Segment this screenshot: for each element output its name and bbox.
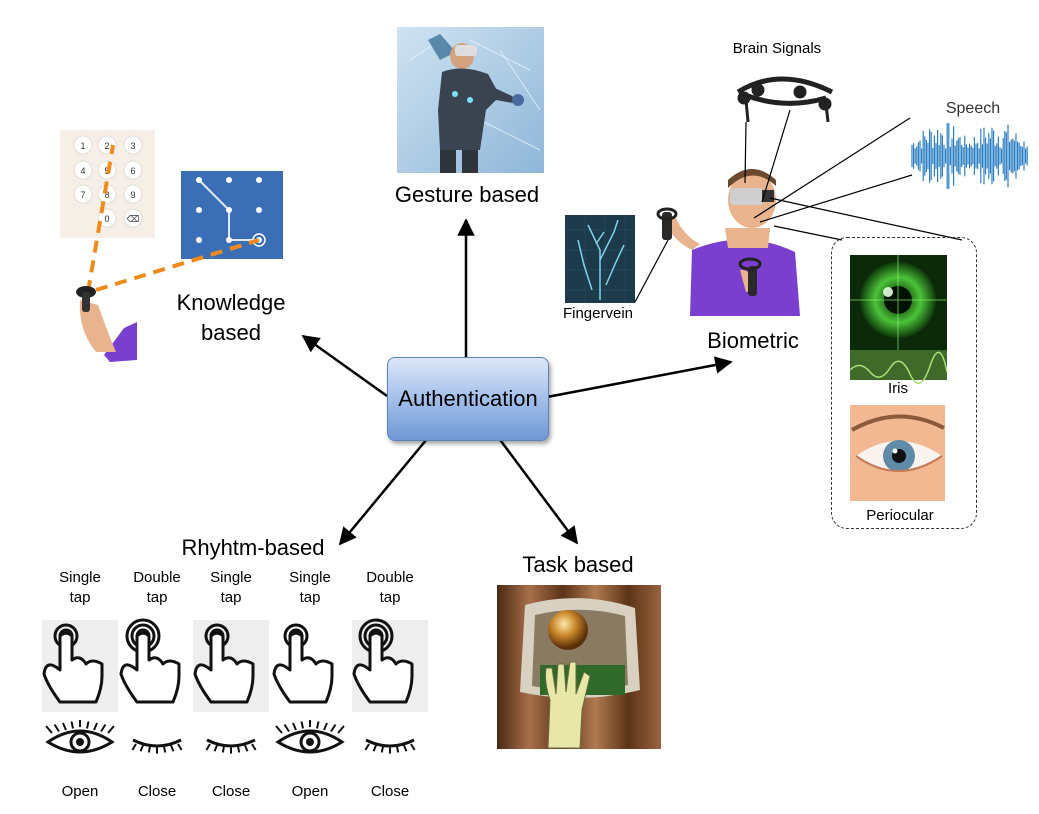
tap-type-label: Single tap: [196, 568, 266, 608]
pin-key: 6: [130, 166, 135, 176]
periocular-image: [850, 405, 945, 501]
speech-label: Speech: [945, 100, 1001, 117]
speech-waveform-image: [911, 122, 1028, 190]
pin-key: 3: [130, 141, 135, 151]
authentication-label: Authentication: [398, 386, 538, 411]
pin-key-circle: [123, 135, 143, 155]
iris-image: [849, 255, 948, 384]
brain-headset-image: [736, 76, 834, 123]
tap-hand-icon: [272, 631, 334, 704]
eye-state-label: Close: [370, 783, 410, 800]
tap-type-line2: tap: [299, 589, 321, 606]
task-image: [497, 585, 661, 749]
tap-type-label: Double tap: [122, 568, 192, 608]
tap-type-line1: Single: [289, 569, 331, 586]
knowledge-label: Knowledge based: [170, 288, 292, 348]
eye-state-label: Close: [211, 783, 251, 800]
pin-key-circle: [123, 184, 143, 204]
eye-state-label: Open: [61, 783, 99, 800]
arrow-to-rhythm: [338, 438, 428, 546]
pin-key: 0: [104, 214, 109, 224]
tap-type-label: Single tap: [45, 568, 115, 608]
tap-type-line1: Double: [366, 569, 414, 586]
eye-state-label: Close: [137, 783, 177, 800]
biometric-eye-group: [831, 237, 977, 529]
tap-hand-icon: [193, 631, 255, 704]
pin-key: 9: [130, 190, 135, 200]
pattern-lock-image: [181, 171, 283, 259]
tap-hand-icon: [352, 631, 414, 704]
tap-type-line2: tap: [146, 589, 168, 606]
pin-key-circle: [123, 208, 143, 228]
pin-key: 4: [80, 166, 85, 176]
tap-type-line2: tap: [379, 589, 401, 606]
arrow-to-task: [496, 436, 579, 545]
tap-type-line2: tap: [69, 589, 91, 606]
pointer-rays: [86, 144, 260, 293]
pin-key-circle: [73, 160, 93, 180]
tap-type-line2: tap: [220, 589, 242, 606]
tap-type-line1: Single: [59, 569, 101, 586]
pin-key: ⌫: [127, 214, 140, 224]
arrow-to-knowledge: [301, 334, 388, 398]
brain-signals-label: Brain Signals: [732, 40, 822, 57]
pin-key-circle: [97, 208, 117, 228]
tap-type-label: Double tap: [355, 568, 425, 608]
pin-key-circle: [123, 160, 143, 180]
pin-key: 7: [80, 190, 85, 200]
tap-type-line1: Double: [133, 569, 181, 586]
eye-closed-icon: [365, 738, 415, 748]
eye-state-label: Open: [291, 783, 329, 800]
arrow-to-biometric: [546, 356, 733, 399]
iris-label: Iris: [888, 380, 908, 397]
periocular-label: Periocular: [866, 507, 934, 524]
tap-hand-icon: [119, 631, 181, 704]
task-label: Task based: [522, 552, 634, 577]
rhythm-art: [42, 618, 428, 754]
authentication-node: Authentication: [387, 357, 549, 441]
tap-hand-icon: [42, 631, 104, 704]
fingervein-image: [565, 215, 635, 303]
rhythm-label: Rhyhtm-based: [181, 535, 325, 560]
tap-type-line1: Single: [210, 569, 252, 586]
gesture-label: Gesture based: [394, 182, 540, 207]
fingervein-label: Fingervein: [562, 305, 634, 322]
pin-key-circle: [73, 135, 93, 155]
tap-type-label: Single tap: [275, 568, 345, 608]
pin-key: 8: [104, 190, 109, 200]
biometric-connectors: [634, 109, 963, 303]
biometric-label: Biometric: [707, 328, 799, 353]
pin-key: 2: [104, 141, 109, 151]
pin-key: 1: [80, 141, 85, 151]
hand-controller-image: [76, 286, 137, 362]
knowledge-label-line1: Knowledge: [176, 290, 286, 315]
eye-closed-icon: [132, 738, 182, 748]
vr-user-image: [656, 169, 800, 316]
eye-closed-icon: [206, 738, 256, 748]
knowledge-label-line2: based: [201, 320, 261, 345]
gesture-image: [397, 27, 544, 173]
pin-key-circle: [73, 184, 93, 204]
